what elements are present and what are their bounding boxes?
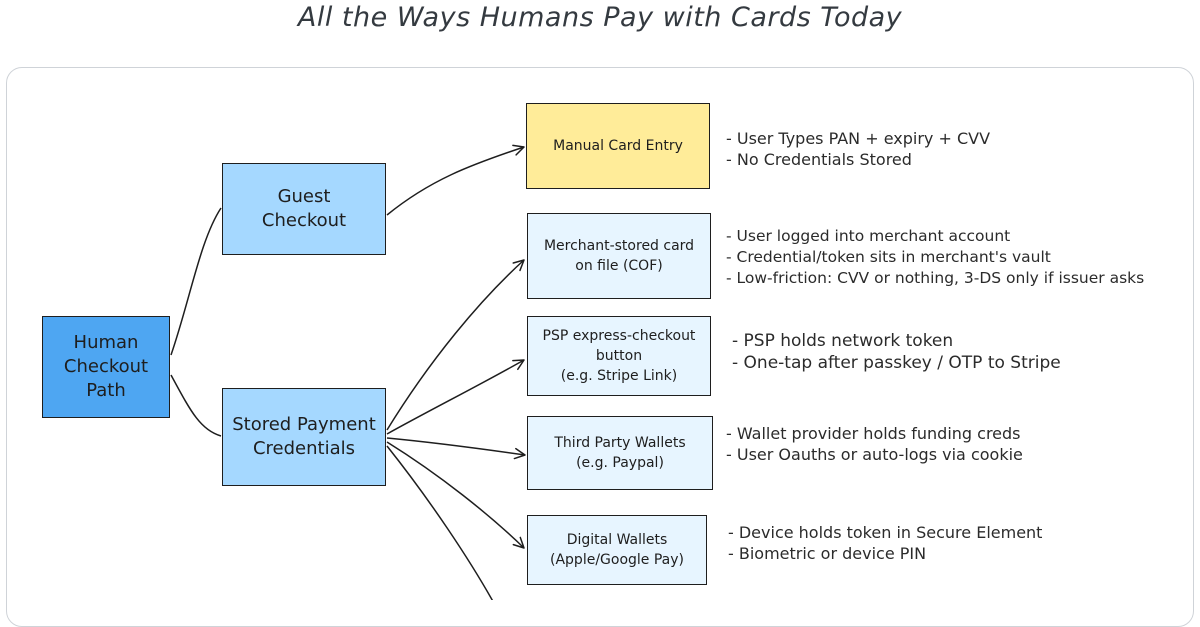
method-notes-manual-card-entry: - User Types PAN + expiry + CVV - No Cre… bbox=[726, 128, 990, 170]
note-line: - Low-friction: CVV or nothing, 3-DS onl… bbox=[726, 269, 1145, 287]
category-node-label: Guest Checkout bbox=[261, 186, 347, 231]
note-line: - Credential/token sits in merchant's va… bbox=[726, 248, 1051, 266]
method-node-label: Third Party Wallets (e.g. Paypal) bbox=[554, 435, 686, 471]
method-node-merchant-stored-card: Merchant-stored card on file (COF) bbox=[527, 213, 711, 299]
method-node-manual-card-entry: Manual Card Entry bbox=[526, 103, 710, 189]
method-node-label: PSP express-checkout button (e.g. Stripe… bbox=[542, 328, 696, 384]
method-node-psp-express-checkout: PSP express-checkout button (e.g. Stripe… bbox=[527, 316, 711, 396]
arrow-stored-to-digital bbox=[386, 441, 525, 549]
connector-stored-to-offscreen bbox=[386, 445, 494, 600]
note-line: - User logged into merchant account bbox=[726, 227, 1011, 245]
note-line: - Wallet provider holds funding creds bbox=[726, 424, 1021, 443]
connector-root-to-guest bbox=[170, 207, 222, 356]
arrow-stored-to-third bbox=[386, 437, 526, 460]
note-line: - User Types PAN + expiry + CVV bbox=[726, 129, 991, 148]
connector-root-to-stored bbox=[170, 374, 222, 437]
connector-layer bbox=[170, 144, 526, 600]
method-notes-merchant-stored-card: - User logged into merchant account - Cr… bbox=[726, 226, 1144, 289]
category-node-label: Stored Payment Credentials bbox=[232, 414, 376, 459]
note-line: - Biometric or device PIN bbox=[728, 544, 927, 563]
method-node-digital-wallets: Digital Wallets (Apple/Google Pay) bbox=[527, 515, 707, 585]
root-node-human-checkout-path: Human Checkout Path bbox=[42, 316, 170, 418]
category-node-stored-payment-credentials: Stored Payment Credentials bbox=[222, 388, 386, 486]
diagram-title: All the Ways Humans Pay with Cards Today bbox=[297, 2, 903, 33]
note-line: - PSP holds network token bbox=[732, 331, 954, 351]
note-line: - One-tap after passkey / OTP to Stripe bbox=[732, 353, 1061, 373]
method-notes-psp-express-checkout: - PSP holds network token - One-tap afte… bbox=[732, 330, 1061, 374]
method-node-third-party-wallets: Third Party Wallets (e.g. Paypal) bbox=[527, 416, 713, 490]
method-node-label: Merchant-stored card on file (COF) bbox=[543, 238, 695, 274]
method-notes-third-party-wallets: - Wallet provider holds funding creds - … bbox=[726, 423, 1023, 465]
note-line: - No Credentials Stored bbox=[726, 150, 912, 169]
arrow-stored-to-cof bbox=[386, 259, 525, 431]
method-node-label: Digital Wallets (Apple/Google Pay) bbox=[550, 532, 684, 568]
method-node-label: Manual Card Entry bbox=[553, 138, 683, 154]
note-line: - User Oauths or auto-logs via cookie bbox=[726, 445, 1023, 464]
category-node-guest-checkout: Guest Checkout bbox=[222, 163, 386, 255]
root-node-label: Human Checkout Path bbox=[63, 332, 149, 401]
arrow-guest-to-manual bbox=[386, 144, 525, 216]
note-line: - Device holds token in Secure Element bbox=[728, 523, 1043, 542]
arrow-stored-to-psp bbox=[386, 359, 525, 435]
method-notes-digital-wallets: - Device holds token in Secure Element -… bbox=[728, 522, 1042, 564]
